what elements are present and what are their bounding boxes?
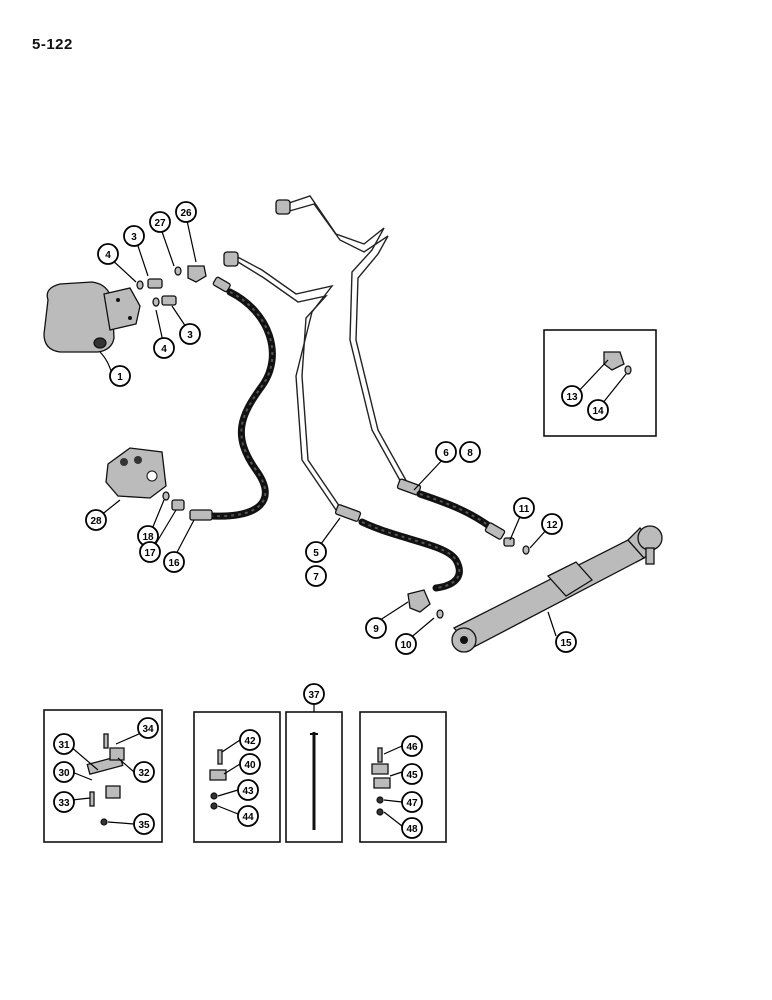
callout-32: 32	[133, 761, 155, 783]
svg-text:10: 10	[400, 640, 412, 651]
pump-fittings	[136, 265, 207, 307]
callout-3: 3	[123, 225, 145, 247]
svg-text:18: 18	[142, 532, 154, 543]
svg-text:16: 16	[168, 558, 180, 569]
callout-7: 7	[305, 565, 327, 587]
callout-45: 45	[401, 763, 423, 785]
callouts: 1 3 3 4 4 27 26 28 18 17 16 5 7 6 8 11 1…	[53, 201, 627, 839]
svg-text:4: 4	[161, 344, 167, 355]
svg-text:43: 43	[242, 786, 254, 797]
inset-box-40-44	[193, 711, 281, 843]
page-number: 5-122	[32, 36, 73, 53]
callout-17: 17	[139, 541, 161, 563]
callout-13: 13	[561, 385, 583, 407]
callout-30: 30	[53, 761, 75, 783]
svg-text:48: 48	[406, 824, 418, 835]
callout-48: 48	[401, 817, 423, 839]
callout-3: 3	[179, 323, 201, 345]
callout-9: 9	[365, 617, 387, 639]
svg-text:14: 14	[592, 406, 604, 417]
callout-33: 33	[53, 791, 75, 813]
callout-15: 15	[555, 631, 577, 653]
callout-1: 1	[109, 365, 131, 387]
svg-text:8: 8	[467, 448, 473, 459]
svg-text:17: 17	[144, 548, 156, 559]
steel-tubes	[223, 195, 409, 511]
callout-4: 4	[97, 243, 119, 265]
svg-text:34: 34	[142, 724, 154, 735]
callout-26: 26	[175, 201, 197, 223]
svg-text:13: 13	[566, 392, 578, 403]
callout-27: 27	[149, 211, 171, 233]
callout-35: 35	[133, 813, 155, 835]
callout-12: 12	[541, 513, 563, 535]
svg-text:4: 4	[105, 250, 111, 261]
hose-6-8	[396, 478, 530, 555]
callout-31: 31	[53, 733, 75, 755]
inset-box-37	[285, 711, 343, 843]
callout-46: 46	[401, 735, 423, 757]
svg-text:26: 26	[180, 208, 192, 219]
svg-text:32: 32	[138, 768, 150, 779]
callout-6: 6	[435, 441, 457, 463]
callout-4: 4	[153, 337, 175, 359]
svg-text:31: 31	[58, 740, 70, 751]
svg-text:5: 5	[313, 548, 319, 559]
callout-44: 44	[237, 805, 259, 827]
callout-28: 28	[85, 509, 107, 531]
svg-text:1: 1	[117, 372, 123, 383]
svg-text:33: 33	[58, 798, 70, 809]
hose-5-7	[334, 504, 463, 619]
steering-valve-part	[105, 447, 185, 511]
callout-43: 43	[237, 779, 259, 801]
callout-11: 11	[513, 497, 535, 519]
svg-text:3: 3	[131, 232, 137, 243]
hose-16	[189, 276, 276, 521]
svg-text:40: 40	[244, 760, 256, 771]
svg-text:44: 44	[242, 812, 254, 823]
svg-text:27: 27	[154, 218, 166, 229]
callout-16: 16	[163, 551, 185, 573]
callout-34: 34	[137, 717, 159, 739]
svg-text:28: 28	[90, 516, 102, 527]
svg-text:9: 9	[373, 624, 379, 635]
svg-text:3: 3	[187, 330, 193, 341]
callout-47: 47	[401, 791, 423, 813]
svg-text:37: 37	[308, 690, 320, 701]
svg-text:45: 45	[406, 770, 418, 781]
svg-text:12: 12	[546, 520, 558, 531]
svg-text:15: 15	[560, 638, 572, 649]
callout-42: 42	[239, 729, 261, 751]
callout-14: 14	[587, 399, 609, 421]
svg-text:35: 35	[138, 820, 150, 831]
callout-8: 8	[459, 441, 481, 463]
svg-text:46: 46	[406, 742, 418, 753]
svg-text:11: 11	[519, 504, 530, 515]
callout-40: 40	[239, 753, 261, 775]
svg-text:30: 30	[58, 768, 70, 779]
svg-text:7: 7	[313, 572, 319, 583]
svg-text:47: 47	[406, 798, 418, 809]
inset-box-45-48	[359, 711, 447, 843]
callout-37: 37	[303, 683, 325, 705]
pump-part	[43, 281, 141, 353]
steering-cylinder-part	[451, 525, 663, 653]
callout-5: 5	[305, 541, 327, 563]
svg-text:42: 42	[244, 736, 256, 747]
callout-10: 10	[395, 633, 417, 655]
svg-text:6: 6	[443, 448, 449, 459]
